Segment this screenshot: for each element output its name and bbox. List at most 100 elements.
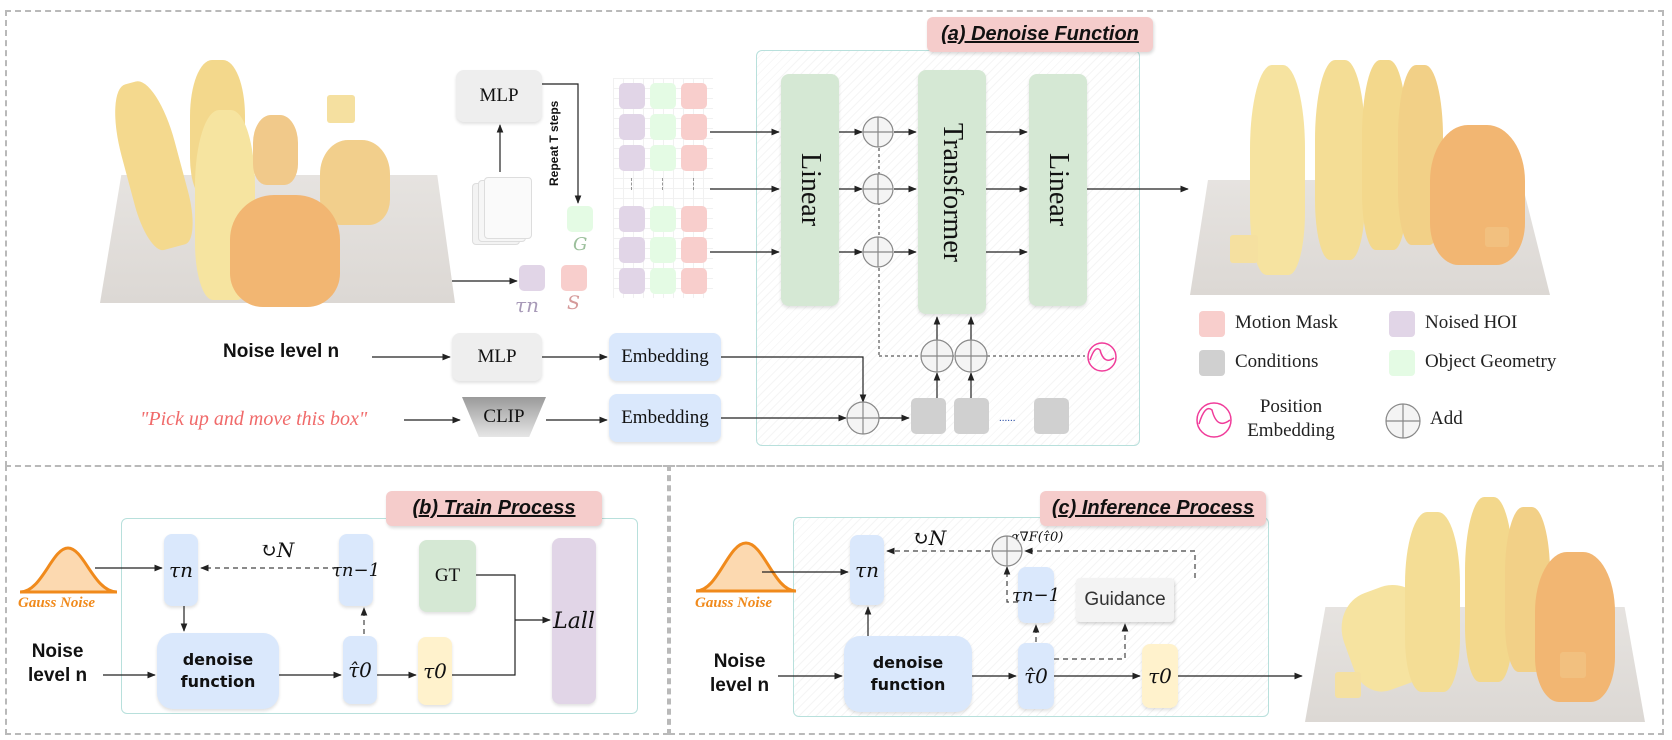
tau-n-minus-1-box-c: τn−1 [1012, 567, 1060, 623]
dashed-arrow-tau-n-1-to-add [1003, 566, 1018, 603]
add-icon [920, 339, 954, 373]
add-icon [991, 535, 1023, 567]
token-ellipsis [693, 178, 695, 190]
s-label: S [567, 292, 581, 314]
legend-label-object-geometry: Object Geometry [1425, 351, 1557, 372]
tau-hat-0-box-c: τ̂0 [1018, 643, 1054, 709]
token-cell [681, 145, 707, 171]
input-hoi-scene [95, 50, 455, 307]
add-icon [846, 401, 880, 435]
human-figure [253, 115, 298, 185]
token-cell [650, 83, 676, 109]
token-cell [650, 206, 676, 232]
dashed-arrow-guidance-to-add [1024, 547, 1196, 578]
panel-a-title: (a) Denoise Function [927, 17, 1153, 52]
condition-token [911, 398, 946, 434]
tau-n-label: τn [515, 293, 539, 317]
legend-swatch-motion-mask [1199, 311, 1225, 337]
token-cell [681, 206, 707, 232]
noise-level-label: Noise level n [223, 341, 340, 362]
linear-output-layer: Linear [1029, 74, 1087, 306]
box-object [1485, 227, 1509, 247]
token-grid [613, 78, 713, 298]
token-ellipsis [631, 178, 633, 190]
legend-swatch-noised-hoi [1389, 311, 1415, 337]
tau-0-box-b: τ0 [418, 637, 452, 705]
motion-mask-token [561, 265, 587, 291]
tau-n-minus-1-box-b: τn−1 [332, 534, 380, 606]
add-icon [862, 173, 894, 205]
add-icon [862, 116, 894, 148]
legend-swatch-object-geometry [1389, 350, 1415, 376]
human-figure [1430, 125, 1525, 265]
token-cell [681, 237, 707, 263]
token-cell [619, 268, 645, 294]
linear-input-layer: Linear [781, 74, 839, 306]
token-cell [619, 114, 645, 140]
gt-box: GT [419, 540, 476, 612]
geometry-stack-icon [472, 175, 534, 247]
legend-swatch-conditions [1199, 350, 1225, 376]
line-tau0-to-loss [452, 620, 516, 676]
add-icon [954, 339, 988, 373]
human-figure [320, 140, 390, 225]
box-object [327, 95, 355, 123]
condition-token [1034, 398, 1069, 434]
frame-bottom-left [5, 465, 669, 735]
token-cell [681, 114, 707, 140]
noise-embedding-box: Embedding [609, 333, 721, 381]
token-cell [681, 268, 707, 294]
denoise-function-box-c[interactable]: denoise function [844, 636, 972, 712]
token-cell [650, 114, 676, 140]
legend-add-icon [1385, 403, 1421, 439]
noised-hoi-token [519, 265, 545, 291]
token-cell [619, 237, 645, 263]
token-cell [681, 83, 707, 109]
legend-label-add: Add [1430, 408, 1463, 429]
gauss-curve-b [19, 546, 118, 594]
gauss-noise-label-c: Gauss Noise [695, 595, 773, 611]
token-cell [650, 237, 676, 263]
line-gt-to-loss [476, 574, 516, 620]
legend-position-embedding-icon [1196, 402, 1232, 438]
condition-token [954, 398, 989, 434]
tau-n-box-b: τn [164, 534, 198, 606]
output-hoi-scene [1190, 55, 1550, 295]
transformer-block: Transformer [918, 70, 986, 314]
token-cell [619, 83, 645, 109]
mlp-noise-box: MLP [452, 333, 542, 381]
add-icon [862, 236, 894, 268]
gauss-curve-c [695, 541, 797, 593]
frame-bottom-right [669, 465, 1664, 735]
arrow-embedding-to-sum [721, 356, 867, 403]
loop-n-label-b: ↻N [260, 538, 295, 562]
tau-n-box-c: τn [850, 535, 884, 605]
human-figure [230, 195, 340, 307]
token-cell [650, 145, 676, 171]
human-figure [1315, 60, 1365, 260]
box-object [1560, 652, 1586, 678]
token-cell [619, 145, 645, 171]
text-prompt: "Pick up and move this box" [140, 408, 368, 430]
human-figure [1250, 65, 1305, 275]
dashed-arrow-tauhat-to-guidance [1054, 623, 1129, 660]
token-cell [650, 268, 676, 294]
gauss-noise-label-b: Gauss Noise [18, 595, 96, 611]
legend-label-motion-mask: Motion Mask [1235, 312, 1338, 333]
loss-box: Lall [552, 538, 596, 704]
panel-b-title: (b) Train Process [386, 491, 602, 526]
legend-label-noised-hoi: Noised HOI [1425, 312, 1518, 333]
noise-level-label-c: Noise level n [710, 651, 770, 696]
mlp-geometry-box: MLP [456, 70, 542, 122]
box-object [1230, 235, 1258, 263]
legend-label-position-embedding: Position Embedding [1247, 396, 1335, 441]
token-ellipsis [662, 178, 664, 190]
position-embedding-icon [1087, 342, 1117, 372]
tau-0-box-c: τ0 [1142, 644, 1178, 708]
guidance-box[interactable]: Guidance [1076, 578, 1174, 622]
g-label: G [573, 234, 588, 255]
text-embedding-box: Embedding [609, 394, 721, 442]
denoise-function-box-b[interactable]: denoise function [157, 633, 279, 709]
legend-label-conditions: Conditions [1235, 351, 1319, 372]
